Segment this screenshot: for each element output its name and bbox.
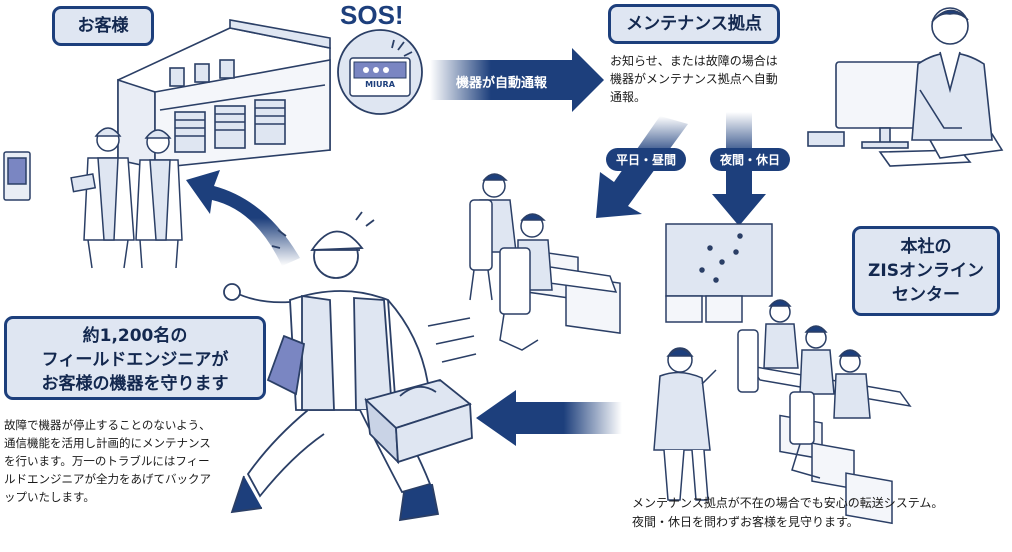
engineer-desc-line: ップいたします。 xyxy=(4,488,244,506)
zis-desc-line: メンテナンス拠点が不在の場合でも安心の転送システム。 xyxy=(632,494,1002,513)
engineer-label-line: フィールドエンジニアが xyxy=(7,348,263,372)
zis-label: 本社の ZISオンライン センター xyxy=(852,226,1000,316)
engineer-desc-line: ルドエンジニアが全力をあげてバックア xyxy=(4,470,244,488)
arrow-visit xyxy=(186,170,300,266)
engineer-label: 約1,200名の フィールドエンジニアが お客様の機器を守ります xyxy=(4,316,266,400)
engineer-desc-line: 故障で機器が停止することのないよう、 xyxy=(4,416,244,434)
customer-label: お客様 xyxy=(52,6,154,46)
maintenance-desc: お知らせ、または故障の場合は 機器がメンテナンス拠点へ自動 通報。 xyxy=(610,52,820,106)
zis-desc: メンテナンス拠点が不在の場合でも安心の転送システム。 夜間・休日を問わずお客様を… xyxy=(632,494,1002,532)
maintenance-desc-line: 機器がメンテナンス拠点へ自動 xyxy=(610,70,820,88)
maintenance-desc-line: 通報。 xyxy=(610,88,820,106)
wall-panel xyxy=(4,152,30,200)
arrow-dispatch xyxy=(476,390,622,446)
maintenance-desk xyxy=(470,174,620,350)
maintenance-operator xyxy=(808,8,1002,166)
engineer-label-line: 約1,200名の xyxy=(7,324,263,348)
zis-desc-line: 夜間・休日を問わずお客様を見守ります。 xyxy=(632,513,1002,532)
sos-text: SOS! xyxy=(340,0,404,31)
speed-lines xyxy=(428,318,476,362)
auto-report-label: 機器が自動通報 xyxy=(456,72,547,91)
engineer-desc-line: 通信機能を活用し計画的にメンテナンス xyxy=(4,434,244,452)
weekday-pill: 平日・昼間 xyxy=(606,148,686,171)
zis-label-line: ZISオンライン xyxy=(855,259,997,283)
zis-label-line: 本社の xyxy=(855,235,997,259)
night-pill: 夜間・休日 xyxy=(710,148,790,171)
sos-device xyxy=(338,30,422,114)
engineer-desc-line: を行います。万一のトラブルにはフィー xyxy=(4,452,244,470)
maintenance-desc-line: お知らせ、または故障の場合は xyxy=(610,52,820,70)
device-brand: MIURA xyxy=(362,80,398,89)
engineer-label-line: お客様の機器を守ります xyxy=(7,372,263,396)
zis-label-line: センター xyxy=(855,283,997,307)
engineer-desc: 故障で機器が停止することのないよう、 通信機能を活用し計画的にメンテナンス を行… xyxy=(4,416,244,506)
maintenance-label: メンテナンス拠点 xyxy=(608,4,780,44)
